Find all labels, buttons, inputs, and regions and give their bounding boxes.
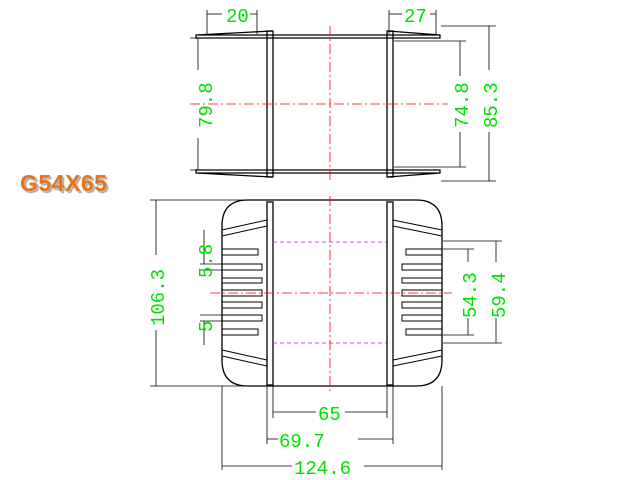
front-view-right-leg — [386, 201, 394, 386]
front-view-body-outline — [221, 199, 443, 387]
dim-pin-span-inner: 54.3 — [460, 272, 482, 318]
dim-core-width: 65 — [318, 404, 341, 426]
dim-right-flange: 27 — [404, 6, 427, 28]
dim-inner-height: 74.8 — [452, 82, 474, 128]
top-view-lower-flange — [195, 169, 441, 178]
dim-overall-height-front: 106.3 — [148, 269, 170, 326]
dim-pin-pitch-top: 5.8 — [196, 244, 218, 278]
left-pin-slots — [222, 248, 263, 336]
top-view-upper-flange — [195, 30, 441, 39]
dim-bobbin-width: 69.7 — [279, 431, 325, 453]
dim-left-flange: 20 — [226, 6, 249, 28]
dim-pin-pitch-bottom: 5 — [196, 321, 218, 332]
dim-window-height: 79.8 — [196, 82, 218, 128]
dim-pin-span-outer: 59.4 — [489, 272, 511, 318]
dim-overall-width: 124.6 — [294, 458, 351, 480]
front-view-left-leg — [266, 201, 274, 386]
front-view: 106.3 5.8 5 54.3 59.4 65 69.7 — [148, 196, 511, 480]
dim-overall-height-top: 85.3 — [481, 82, 503, 128]
right-pin-slots — [401, 248, 442, 336]
part-number-label: G54X65 — [20, 170, 108, 196]
top-view: 20 27 79.8 74.8 85.3 — [190, 6, 503, 182]
